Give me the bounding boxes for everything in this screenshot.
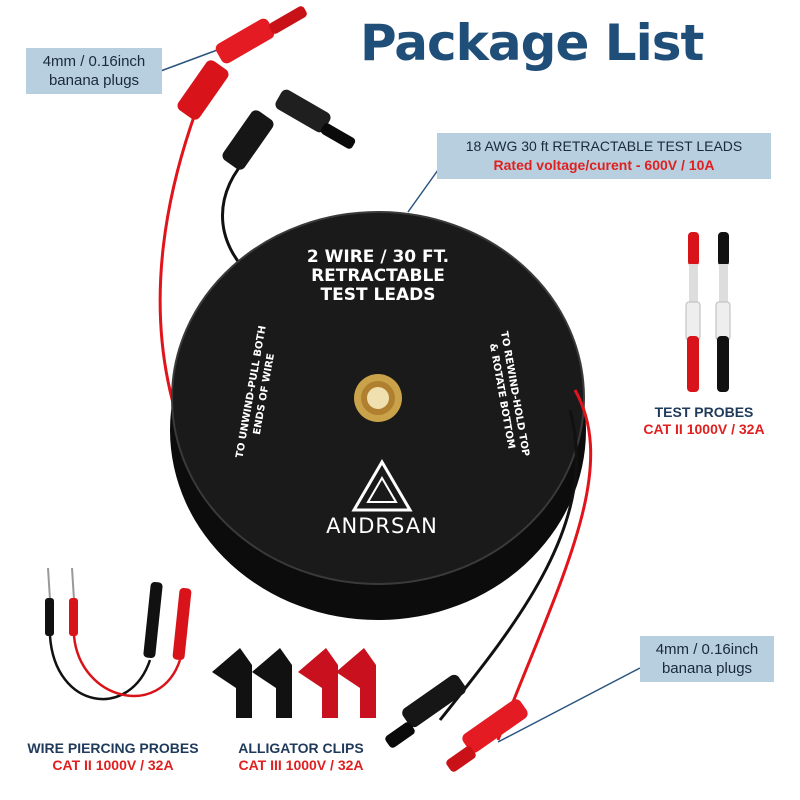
alligator-clips-rating: CAT III 1000V / 32A: [238, 757, 364, 773]
top-plugs-size: 4mm / 0.16inch: [42, 53, 146, 70]
leads-leader: [407, 169, 439, 213]
test-probes-rating: CAT II 1000V / 32A: [643, 421, 765, 437]
bottom-plugs-name: banana plugs: [661, 660, 753, 677]
hub-hole: [367, 387, 389, 409]
leads-spec: 18 AWG 30 ft RETRACTABLE TEST LEADS: [465, 138, 743, 154]
black-lead-bottom: [438, 409, 578, 721]
reel-edge-highlight: [171, 211, 585, 585]
page-title: Package List: [360, 14, 704, 72]
top-plugs-callout: 4mm / 0.16inch banana plugs: [26, 48, 162, 94]
top-plugs-name: banana plugs: [48, 72, 140, 89]
wire-piercing-probes: [45, 567, 192, 701]
alligator-clips: [212, 648, 376, 718]
black-banana-plug-top: [222, 89, 356, 170]
alligator-clips-label: ALLIGATOR CLIPS CAT III 1000V / 32A: [216, 740, 386, 774]
reel-line-1: 2 WIRE / 30 FT.: [306, 247, 450, 267]
black-test-probe: [715, 232, 731, 392]
piercing-probes-label: WIRE PIERCING PROBES CAT II 1000V / 32A: [18, 740, 208, 774]
bottom-plugs-leader: [497, 667, 641, 743]
red-lead-bottom: [496, 389, 593, 741]
alligator-clips-name: ALLIGATOR CLIPS: [238, 740, 364, 756]
red-banana-plug-bottom: [446, 699, 528, 772]
reel-center-label: 2 WIRE / 30 FT. RETRACTABLE TEST LEADS: [278, 248, 478, 305]
reel-line-2: RETRACTABLE: [311, 266, 445, 286]
red-test-probe: [685, 232, 701, 392]
bottom-plugs-callout: 4mm / 0.16inch banana plugs: [640, 636, 774, 682]
brand-logo-icon: [351, 459, 413, 512]
test-probes-label: TEST PROBES CAT II 1000V / 32A: [624, 404, 784, 438]
red-banana-plug-top: [177, 6, 307, 120]
red-lead-top: [158, 99, 202, 421]
piercing-probes-name: WIRE PIERCING PROBES: [27, 740, 199, 756]
reel-line-3: TEST LEADS: [320, 285, 436, 305]
brand-name: ANDRSAN: [326, 514, 438, 538]
leads-rating: Rated voltage/curent - 600V / 10A: [493, 157, 715, 173]
piercing-probes-rating: CAT II 1000V / 32A: [52, 757, 174, 773]
test-probes-name: TEST PROBES: [654, 404, 754, 420]
bottom-plugs-size: 4mm / 0.16inch: [655, 641, 759, 658]
black-banana-plug-bottom: [385, 674, 466, 748]
leads-callout: 18 AWG 30 ft RETRACTABLE TEST LEADS Rate…: [437, 133, 771, 179]
